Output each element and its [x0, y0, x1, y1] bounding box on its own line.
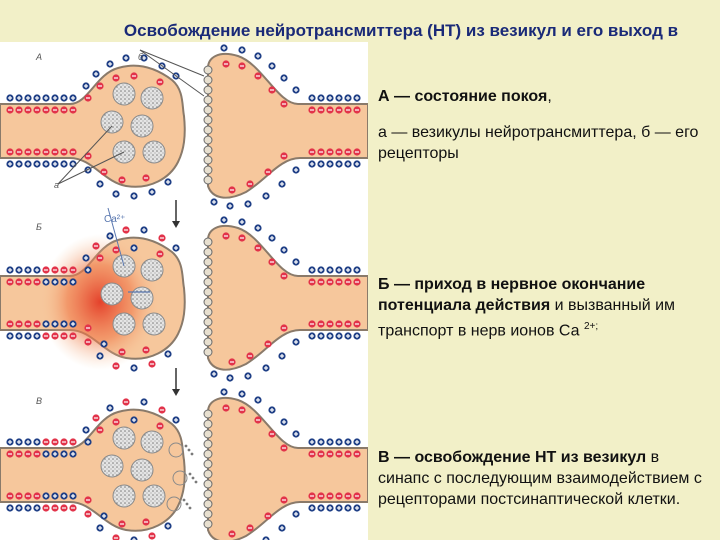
receptor-icon [204, 116, 212, 124]
label-vesicle-a: а [54, 180, 59, 190]
neurotransmitter-dot [189, 473, 192, 476]
caption-b-sup: 2+; [584, 321, 598, 332]
receptor-icon [204, 288, 212, 296]
receptor-icon [204, 520, 212, 528]
receptor-icon [204, 480, 212, 488]
vesicle-icon [143, 485, 165, 507]
receptor-icon [204, 510, 212, 518]
receptor-icon [204, 338, 212, 346]
vesicle-icon [141, 431, 163, 453]
receptor-icon [204, 76, 212, 84]
receptor-icon [204, 308, 212, 316]
vesicle-icon [113, 313, 135, 335]
receptor-icon [204, 106, 212, 114]
receptor-icon [204, 298, 212, 306]
neurotransmitter-dot [189, 507, 192, 510]
receptor-icon [204, 450, 212, 458]
receptor-icon [204, 126, 212, 134]
synapse-panel [0, 388, 368, 540]
receptor-icon [204, 176, 212, 184]
neurotransmitter-dot [191, 453, 194, 456]
caption-a: А — состояние покоя, [378, 86, 708, 107]
receptor-icon [204, 166, 212, 174]
receptor-icon [204, 238, 212, 246]
caption-a2: а — везикулы нейротрансмиттера, б — его … [378, 122, 708, 164]
calcium-label: Ca²⁺ [104, 214, 125, 225]
receptor-icon [204, 156, 212, 164]
caption-c: В — освобождение НТ из везикул в синапс … [378, 447, 708, 510]
caption-b: Б — приход в нервное окончание потенциал… [378, 274, 708, 341]
receptor-icon [204, 86, 212, 94]
vesicle-icon [113, 427, 135, 449]
negative-ion-icon [112, 534, 119, 540]
receptor-icon [204, 470, 212, 478]
neurotransmitter-dot [183, 499, 186, 502]
synapse-figure: А Б В б а Ca²⁺ [0, 42, 368, 540]
receptor-icon [204, 248, 212, 256]
receptor-icon [204, 146, 212, 154]
synapse-diagram: А Б В б а Ca²⁺ [0, 42, 368, 540]
receptor-icon [204, 96, 212, 104]
vesicle-icon [143, 141, 165, 163]
receptor-icon [204, 410, 212, 418]
panel-letter-a: А [35, 52, 42, 62]
down-arrow-head [172, 221, 180, 228]
receptor-icon [204, 490, 212, 498]
receptor-icon [204, 136, 212, 144]
vesicle-icon [131, 287, 153, 309]
neurotransmitter-dot [188, 449, 191, 452]
receptor-icon [204, 66, 212, 74]
vesicle-icon [131, 115, 153, 137]
neurotransmitter-dot [186, 503, 189, 506]
panel-letter-c: В [36, 396, 42, 406]
vesicle-icon [131, 459, 153, 481]
receptor-icon [204, 420, 212, 428]
neurotransmitter-dot [185, 445, 188, 448]
down-arrow-head [172, 389, 180, 396]
synapse-panel [0, 208, 368, 382]
vesicle-icon [101, 111, 123, 133]
receptor-icon [204, 440, 212, 448]
captions-panel: А — состояние покоя, а — везикулы нейрот… [368, 42, 720, 540]
vesicle-icon [101, 455, 123, 477]
neurotransmitter-dot [192, 477, 195, 480]
caption-a-rest: , [547, 88, 551, 105]
receptor-icon [204, 430, 212, 438]
receptor-icon [204, 318, 212, 326]
panel-letter-b: Б [36, 222, 42, 232]
postsynaptic-cell [208, 398, 368, 540]
vesicle-icon [143, 313, 165, 335]
receptor-icon [204, 460, 212, 468]
vesicle-icon [141, 87, 163, 109]
vesicle-icon [141, 259, 163, 281]
vesicle-icon [113, 83, 135, 105]
caption-a-bold: А — состояние покоя [378, 88, 547, 105]
postsynaptic-cell [208, 226, 368, 370]
neurotransmitter-dot [195, 481, 198, 484]
vesicle-icon [101, 283, 123, 305]
receptor-icon [204, 348, 212, 356]
postsynaptic-cell [208, 54, 368, 198]
vesicle-icon [113, 485, 135, 507]
receptor-icon [204, 278, 212, 286]
receptor-icon [204, 328, 212, 336]
receptor-icon [204, 258, 212, 266]
caption-c-bold: В — освобождение НТ из везикул [378, 449, 646, 466]
receptor-icon [204, 268, 212, 276]
receptor-icon [204, 500, 212, 508]
